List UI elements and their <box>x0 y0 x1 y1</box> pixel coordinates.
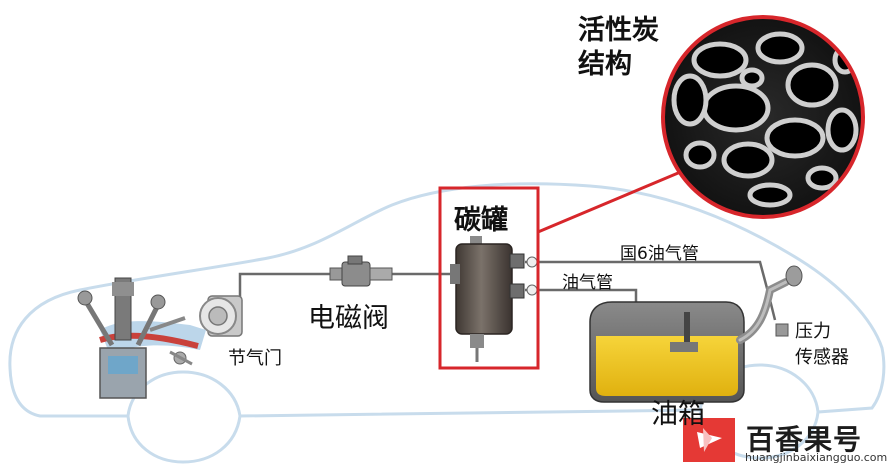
activated-carbon-label-line2: 结构 <box>578 49 632 80</box>
solenoid-valve <box>329 255 393 287</box>
pressure-sensor-label-line1: 压力 <box>795 321 831 342</box>
fuel-tank-label: 油箱 <box>651 399 705 430</box>
engine-assembly <box>77 277 206 399</box>
watermark-url: huangjinbaixiangguo.com <box>745 451 887 464</box>
front-wheel-arch <box>126 415 242 464</box>
filler-neck <box>736 265 803 344</box>
vapor-pipe-label: 油气管 <box>562 273 613 293</box>
guo6-vapor-pipe-line <box>525 260 777 321</box>
guo6-vapor-pipe-label: 国6油气管 <box>620 244 699 264</box>
watermark-logo <box>683 418 735 462</box>
canister-highlight-box <box>438 186 540 370</box>
activated-carbon-label-line1: 活性炭 <box>578 15 659 46</box>
solenoid-valve-label: 电磁阀 <box>308 303 389 334</box>
pressure-sensor-label: 压力 传感器 <box>795 319 849 371</box>
throttle-body <box>199 295 243 337</box>
activated-carbon-structure-label: 活性炭 结构 <box>578 14 659 82</box>
callout-line <box>537 166 691 234</box>
carbon-canister <box>450 236 538 362</box>
watermark-name: 百香果号 <box>746 423 863 456</box>
activated-carbon-magnified-image <box>661 15 865 219</box>
fuel-tank <box>589 301 745 403</box>
pressure-sensor-label-line2: 传感器 <box>795 347 849 368</box>
throttle-label: 节气门 <box>228 348 282 369</box>
canister-label: 碳罐 <box>454 205 508 236</box>
vapor-pipe-line <box>525 288 638 302</box>
car-body-outline <box>8 182 886 418</box>
